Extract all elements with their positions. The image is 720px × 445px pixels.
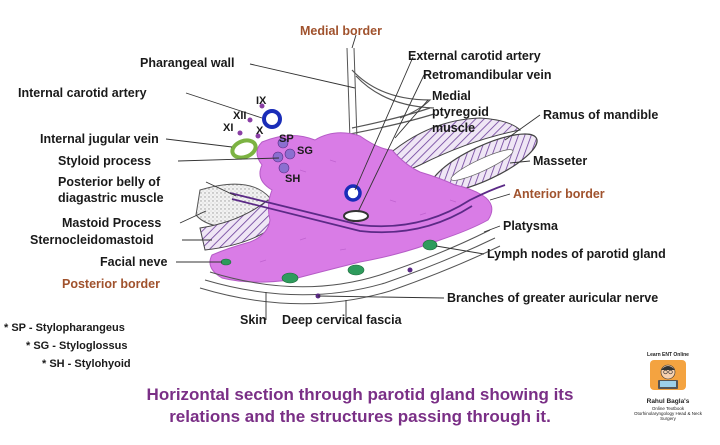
ramus-of-mandible <box>450 149 514 181</box>
legend-sh: * SH - Stylohyoid <box>42 358 131 370</box>
fascia-skin-layers <box>199 229 501 305</box>
muscle-sg-label: SG <box>297 145 313 157</box>
external-carotid-artery-vessel <box>344 184 362 202</box>
nerve-xii-label: XII <box>233 110 246 122</box>
sternocleidomastoid-label: Sternocleidomastoid <box>30 233 154 247</box>
internal-jugular-vein-vessel <box>230 138 258 160</box>
leader-lines <box>165 34 541 320</box>
cranial-nerves <box>237 103 265 139</box>
medial-pterygoid-label-3: muscle <box>432 121 475 135</box>
internal-carotid-artery-label: Internal carotid artery <box>18 86 147 100</box>
posterior-border-label: Posterior border <box>62 277 160 291</box>
medial-pterygoid-label-2: ptyregoid <box>432 105 489 119</box>
retromandibular-vein-label: Retromandibular vein <box>423 68 552 82</box>
mastoid-process-label: Mastoid Process <box>62 216 161 230</box>
nerve-ix-label: IX <box>256 95 267 107</box>
caption-line-2: relations and the structures passing thr… <box>169 407 551 426</box>
caption-line-1: Horizontal section through parotid gland… <box>146 385 574 404</box>
skin-label: Skin <box>240 313 266 327</box>
pharangeal-wall-label: Pharangeal wall <box>140 56 234 70</box>
muscle-sp-label: SP <box>279 133 294 145</box>
anterior-border-label: Anterior border <box>513 187 605 201</box>
logo: Learn ENT Online Rahul Bagla's Online Te… <box>626 352 710 421</box>
figure-caption: Horizontal section through parotid gland… <box>110 384 610 428</box>
styloid-muscles <box>272 137 296 174</box>
facial-neve-label: Facial neve <box>100 255 167 269</box>
pharyngeal-wall <box>349 69 435 135</box>
medial-border-label: Medial border <box>300 24 382 38</box>
nerve-xi-label: XI <box>223 122 233 134</box>
lymph-nodes <box>220 239 438 284</box>
external-carotid-artery-label: External carotid artery <box>408 49 541 63</box>
medial-pterygoid-label-1: Medial <box>432 89 471 103</box>
deep-cervical-fascia-label: Deep cervical fascia <box>282 313 403 327</box>
gland-texture <box>259 159 457 263</box>
muscle-sh-label: SH <box>285 173 300 185</box>
retromandibular-vein-vessel <box>343 210 369 222</box>
logo-avatar-icon <box>650 360 686 390</box>
logo-top-text: Learn ENT Online <box>647 352 689 358</box>
posterior-belly-label-1: Posterior belly of <box>58 175 161 189</box>
nerve-x-label: X <box>256 125 264 137</box>
medial-border-lines <box>346 47 358 141</box>
legend-sp: * SP - Stylopharangeus <box>4 322 125 334</box>
platysma-label: Platysma <box>503 219 559 233</box>
facial-nerve <box>229 184 506 234</box>
internal-carotid-artery-vessel <box>262 109 282 129</box>
legend-sg: * SG - Styloglossus <box>26 340 128 352</box>
ramus-of-mandible-label: Ramus of mandible <box>543 108 658 122</box>
masseter-label: Masseter <box>533 154 587 168</box>
lymph-nodes-label: Lymph nodes of parotid gland <box>487 247 666 261</box>
logo-tagline-1: Online Textbook <box>651 406 685 411</box>
logo-tagline-2: Otorhinolaryngology Head & Neck Surgery <box>633 411 703 421</box>
branches-auricular-label: Branches of greater auricular nerve <box>447 291 658 305</box>
posterior-belly-label-2: diagastric muscle <box>58 191 164 205</box>
internal-jugular-vein-label: Internal jugular vein <box>40 132 159 146</box>
logo-name: Rahul Bagla's <box>646 398 690 405</box>
styloid-process-label: Styloid process <box>58 154 151 168</box>
